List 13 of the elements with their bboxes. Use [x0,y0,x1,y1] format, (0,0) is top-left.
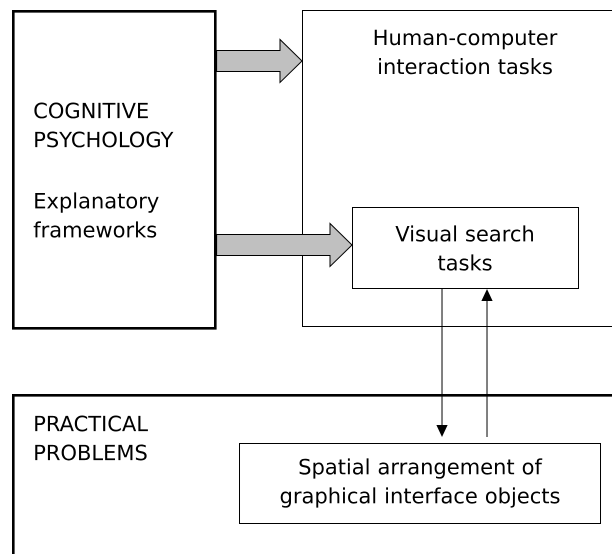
box-label: Explanatory frameworks [34,192,159,238]
block-arrow [216,222,353,268]
problem-box [239,443,601,524]
box-label: Spatial arrangement of graphical interface objects [280,458,560,508]
task-box [352,207,579,289]
framework-box [12,10,217,330]
box-label: Human-computer interaction tasks [374,30,558,74]
box-label: COGNITIVE PSYCHOLOGY [34,102,174,148]
box-label: PRACTICAL PROBLEMS [35,416,148,460]
task-box [302,10,612,327]
problem-box [12,394,612,554]
block-arrow [216,38,303,84]
box-label: Visual search tasks [395,225,533,271]
